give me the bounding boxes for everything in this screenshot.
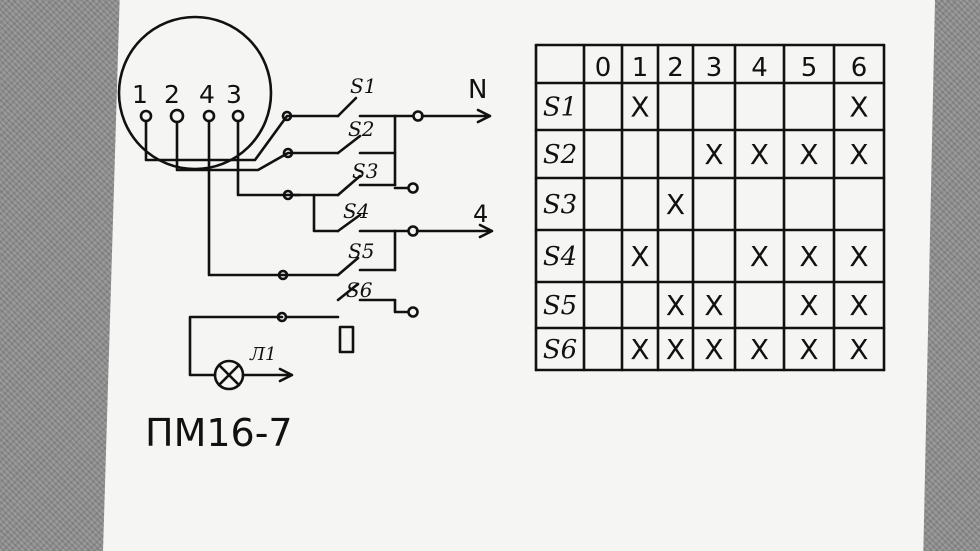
switch-label-s6: S6 [346, 278, 373, 302]
table-header-position: 4 [751, 53, 768, 83]
switch-labels: S1 S2 S3 S4 S5 S6 [343, 74, 378, 302]
table-header-position: 6 [851, 53, 868, 83]
table-cell-mark: X [666, 289, 685, 322]
table-row-label: S6 [543, 335, 577, 365]
table-row-label: S4 [543, 242, 577, 272]
table-cell-mark: X [704, 289, 723, 322]
switch-label-s2: S2 [348, 117, 374, 141]
terminal-label-2: 2 [164, 80, 180, 109]
output-label-4: 4 [473, 200, 488, 228]
switch-label-s5: S5 [348, 239, 374, 263]
terminal-label-4: 4 [199, 80, 215, 109]
table-cell-mark: X [849, 289, 868, 322]
table-row-label: S3 [543, 190, 577, 220]
table-header-position: 3 [706, 53, 723, 83]
lamp-label: Л1 [249, 344, 276, 365]
table-cell-mark: X [799, 333, 818, 366]
motor-symbol: 1 2 4 3 [117, 15, 273, 171]
terminal-label-1: 1 [132, 80, 148, 109]
table-cell-mark: X [849, 240, 868, 273]
switch-label-s4: S4 [343, 199, 369, 223]
table-cell-mark: X [704, 138, 723, 171]
table-cell-mark: X [630, 333, 649, 366]
table-cell-mark: X [849, 91, 868, 124]
table-cell-mark: X [750, 138, 769, 171]
table-cell-mark: X [799, 138, 818, 171]
table-cell-mark: X [704, 333, 723, 366]
table-cell-mark: X [750, 333, 769, 366]
table-row-label: S2 [543, 140, 577, 170]
table-cell-mark: X [799, 289, 818, 322]
table-header-position: 1 [632, 53, 649, 83]
model-label: ПМ16-7 [145, 411, 293, 455]
table-header-position: 0 [595, 53, 612, 83]
switch-label-s1: S1 [350, 74, 376, 98]
table-cell-mark: X [750, 240, 769, 273]
table-row-label: S5 [543, 291, 577, 321]
table-cell-mark: X [630, 240, 649, 273]
table-cell-mark: X [666, 188, 685, 221]
table-cell-mark: X [666, 333, 685, 366]
wiring [144, 96, 494, 391]
table-header-position: 2 [667, 53, 684, 83]
terminal-label-3: 3 [226, 80, 242, 109]
output-label-n: N [468, 75, 487, 105]
table-cell-mark: X [849, 138, 868, 171]
table-header-position: 5 [801, 53, 818, 83]
table-cell-mark: X [630, 91, 649, 124]
table-row-label: S1 [543, 93, 577, 123]
table-cell-mark: X [849, 333, 868, 366]
table-cell-mark: X [799, 240, 818, 273]
switch-label-s3: S3 [352, 159, 378, 183]
